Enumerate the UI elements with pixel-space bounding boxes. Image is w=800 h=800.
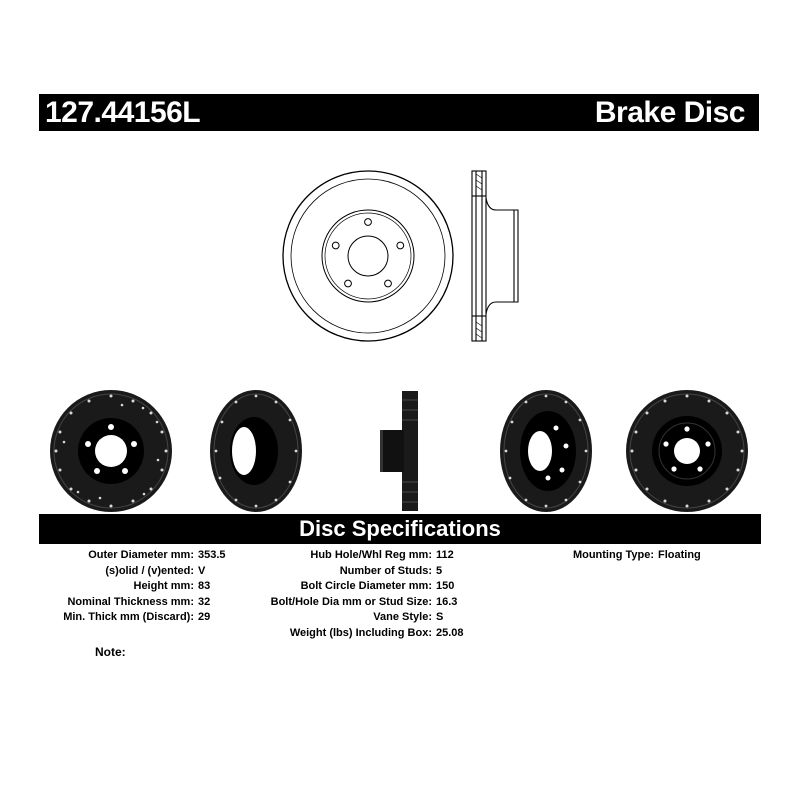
spec-label: Vane Style: xyxy=(373,611,432,624)
spec-value: 83 xyxy=(198,580,211,593)
spec-value: S xyxy=(436,611,444,624)
spec-label: Hub Hole/Whl Reg mm: xyxy=(310,549,432,561)
spec-value: 29 xyxy=(198,611,211,624)
spec-vane-style: Vane Style: S xyxy=(0,610,443,626)
specs-column-1: Outer Diameter mm: 353.5 (s)olid / (v)en… xyxy=(0,548,225,626)
spec-value: 25.08 xyxy=(436,626,464,639)
disc-photo-back xyxy=(626,390,748,512)
spec-label: Outer Diameter mm: xyxy=(88,549,194,561)
spec-hub-hole: Hub Hole/Whl Reg mm: 112 xyxy=(0,548,453,564)
disc-photo-angled-front xyxy=(210,390,302,512)
spec-number-of-studs: Number of Studs: 5 xyxy=(0,564,442,580)
spec-value: 150 xyxy=(436,580,455,593)
spec-value: 16.3 xyxy=(436,595,458,608)
spec-value: 112 xyxy=(436,549,454,561)
spec-value: 5 xyxy=(436,564,443,577)
spec-bolt-hole-dia: Bolt/Hole Dia mm or Stud Size: 16.3 xyxy=(0,595,458,611)
disc-front-drawing xyxy=(282,170,454,342)
spec-label: Min. Thick mm (Discard): xyxy=(63,611,194,624)
spec-height: Height mm: 83 xyxy=(0,579,211,595)
spec-mounting-type: Mounting Type: Floating xyxy=(0,548,701,564)
spec-label: Bolt Circle Diameter mm: xyxy=(300,580,432,593)
spec-label: Bolt/Hole Dia mm or Stud Size: xyxy=(270,595,432,608)
disc-profile-drawing xyxy=(471,170,519,342)
note-label: Note: xyxy=(95,645,126,659)
specs-column-3: Mounting Type: Floating xyxy=(0,548,701,564)
disc-photo-edge xyxy=(380,391,418,511)
spec-label: Nominal Thickness mm: xyxy=(67,595,194,608)
spec-label: (s)olid / (v)ented: xyxy=(105,564,194,577)
spec-value: 353.5 xyxy=(198,549,226,561)
spec-solid-vented: (s)olid / (v)ented: V xyxy=(0,564,205,580)
spec-label: Mounting Type: xyxy=(572,549,654,561)
spec-outer-diameter: Outer Diameter mm: 353.5 xyxy=(0,548,225,564)
spec-bolt-circle: Bolt Circle Diameter mm: 150 xyxy=(0,579,455,595)
specs-title: Disc Specifications xyxy=(299,516,501,541)
spec-value: 32 xyxy=(198,595,211,608)
disc-photo-front xyxy=(50,390,172,512)
spec-min-thickness: Min. Thick mm (Discard): 29 xyxy=(0,610,210,626)
specs-column-2: Hub Hole/Whl Reg mm: 112 Number of Studs… xyxy=(0,548,464,642)
spec-label: Weight (lbs) Including Box: xyxy=(289,626,432,639)
spec-label: Number of Studs: xyxy=(339,564,432,577)
spec-nominal-thickness: Nominal Thickness mm: 32 xyxy=(0,595,210,611)
spec-value: Floating xyxy=(658,549,701,561)
specs-title-bar: Disc Specifications xyxy=(39,514,761,544)
spec-label: Height mm: xyxy=(133,580,195,593)
spec-value: V xyxy=(198,564,206,577)
product-type: Brake Disc xyxy=(594,96,746,129)
disc-photo-angled-back xyxy=(500,390,592,512)
header-bar: 127.44156L Brake Disc xyxy=(39,94,759,131)
spec-weight: Weight (lbs) Including Box: 25.08 xyxy=(0,626,464,642)
part-number: 127.44156L xyxy=(45,96,201,129)
